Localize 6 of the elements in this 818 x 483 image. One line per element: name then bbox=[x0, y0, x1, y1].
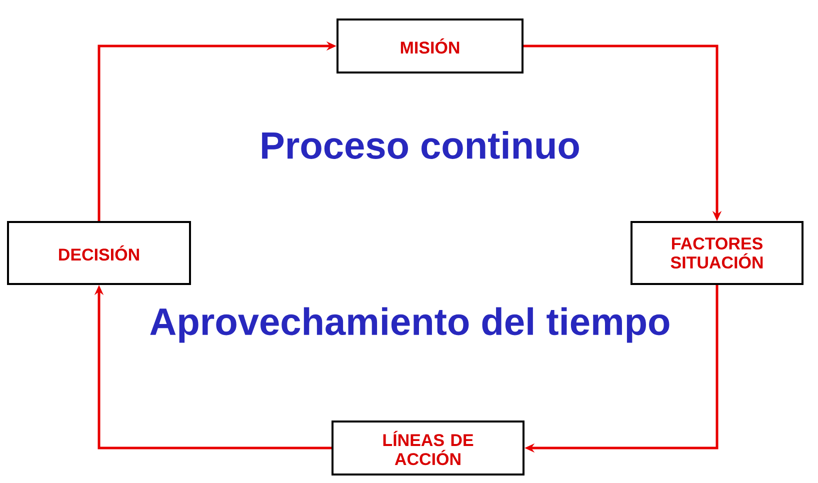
process-box: DECISIÓN bbox=[7, 221, 191, 285]
heading-text: Aprovechamiento del tiempo bbox=[150, 307, 670, 343]
process-box: FACTORES SITUACIÓN bbox=[630, 221, 804, 285]
heading-text: Proceso continuo bbox=[262, 131, 579, 159]
process-box: LÍNEAS DE ACCIÓN bbox=[332, 420, 524, 476]
process-box: MISIÓN bbox=[336, 18, 524, 74]
